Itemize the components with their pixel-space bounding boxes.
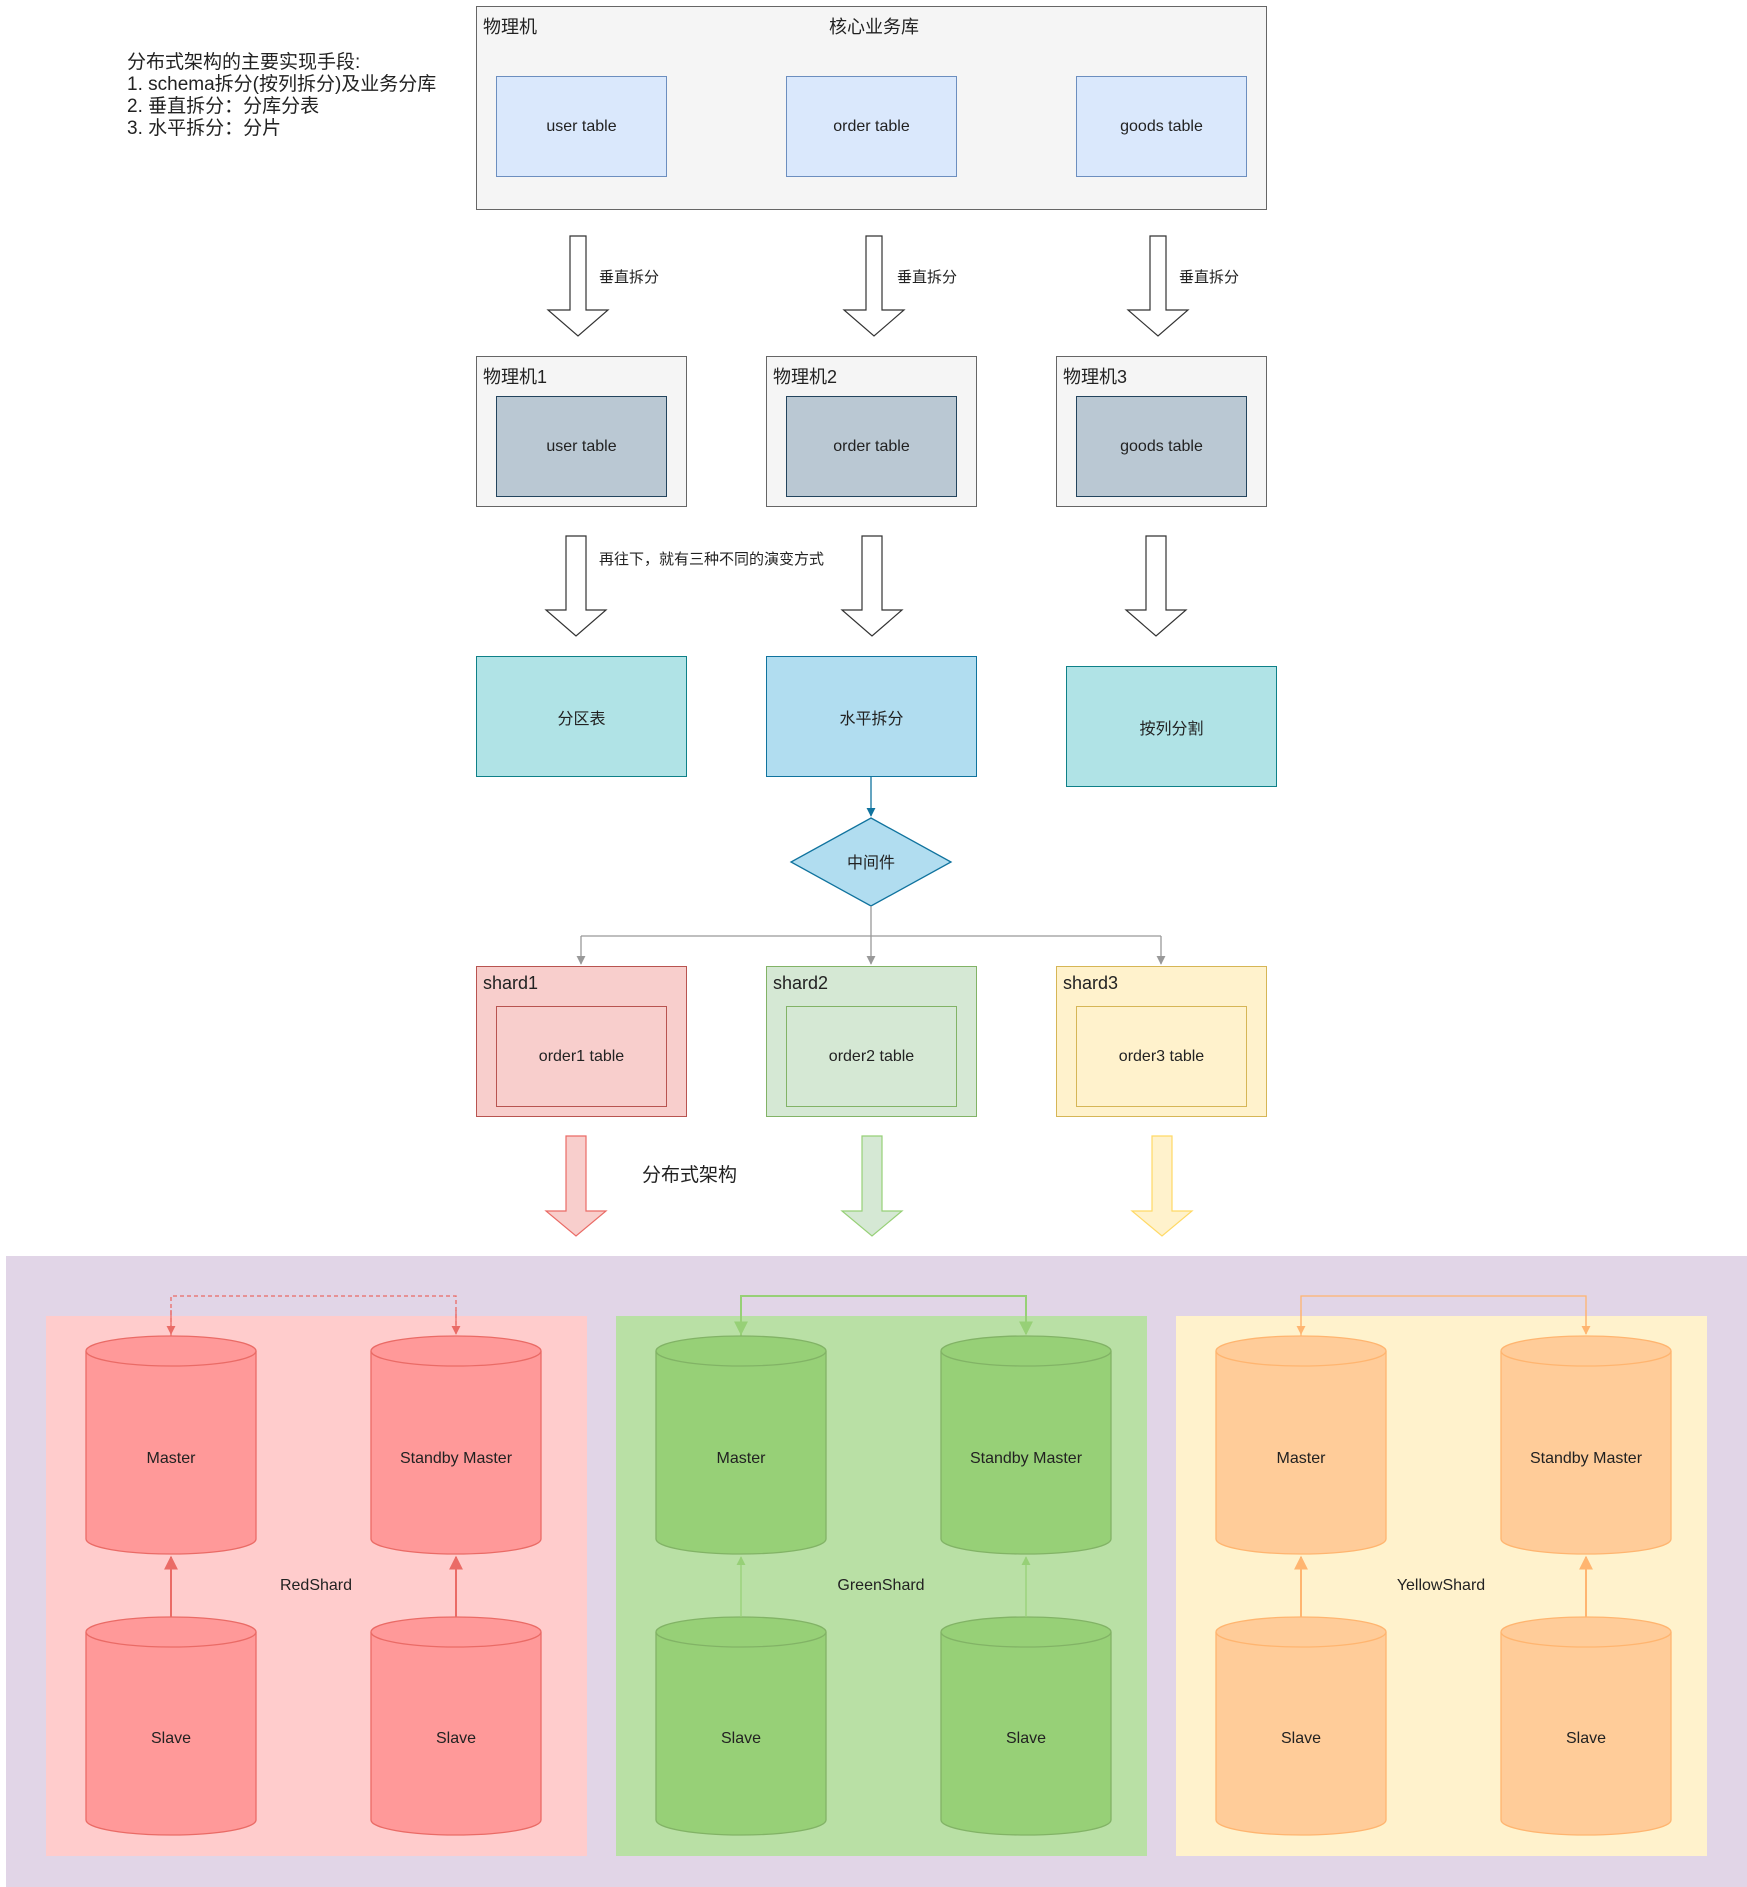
green-slave-label-1: Slave bbox=[720, 1730, 762, 1747]
yellow-failover-link bbox=[1300, 1295, 1587, 1336]
red-slave-label-1: Slave bbox=[150, 1730, 192, 1747]
yellow-master-db bbox=[1215, 1335, 1387, 1555]
shard-3-table[interactable]: order3 table bbox=[1076, 1006, 1247, 1107]
green-standby-db bbox=[940, 1335, 1112, 1555]
red-slave-db-2 bbox=[370, 1616, 542, 1836]
green-block-arrow bbox=[840, 1135, 904, 1237]
note-line-3: 3. 水平拆分：分片 bbox=[127, 118, 282, 139]
yellow-slave-label-2: Slave bbox=[1565, 1730, 1607, 1747]
red-standby-db bbox=[370, 1335, 542, 1555]
machine-3-table[interactable]: goods table bbox=[1076, 396, 1247, 497]
split-arrow-2 bbox=[842, 235, 906, 337]
evolution-arrow-3 bbox=[1124, 535, 1188, 637]
machine-2-table[interactable]: order table bbox=[786, 396, 957, 497]
red-standby-label: Standby Master bbox=[399, 1450, 513, 1467]
split-arrow-1 bbox=[546, 235, 610, 337]
middleware-label: 中间件 bbox=[847, 854, 895, 872]
connector-middleware-shards bbox=[581, 906, 1161, 937]
green-shard-name: GreenShard bbox=[837, 1577, 925, 1594]
shard-1-table[interactable]: order1 table bbox=[496, 1006, 667, 1107]
core-user-table[interactable]: user table bbox=[496, 76, 667, 177]
core-order-table[interactable]: order table bbox=[786, 76, 957, 177]
partition-table-box[interactable]: 分区表 bbox=[476, 656, 687, 777]
yellow-block-arrow bbox=[1130, 1135, 1194, 1237]
yellow-shard-name: YellowShard bbox=[1396, 1577, 1486, 1594]
vertical-split-label-2: 垂直拆分 bbox=[897, 269, 958, 286]
core-machine-label: 物理机 bbox=[483, 17, 537, 37]
red-slave-label-2: Slave bbox=[435, 1730, 477, 1747]
red-slave-db-1 bbox=[85, 1616, 257, 1836]
yellow-slave-db-2 bbox=[1500, 1616, 1672, 1836]
yellow-standby-label: Standby Master bbox=[1529, 1450, 1643, 1467]
core-db-title: 核心业务库 bbox=[829, 17, 919, 37]
red-shard-name: RedShard bbox=[279, 1577, 353, 1594]
red-master-label: Master bbox=[146, 1450, 196, 1467]
yellow-slave-label-1: Slave bbox=[1280, 1730, 1322, 1747]
note-line-2: 2. 垂直拆分：分库分表 bbox=[127, 96, 320, 117]
machine-1-label: 物理机1 bbox=[483, 367, 548, 387]
horizontal-split-box[interactable]: 水平拆分 bbox=[766, 656, 977, 777]
core-goods-table[interactable]: goods table bbox=[1076, 76, 1247, 177]
split-arrow-3 bbox=[1126, 235, 1190, 337]
shard-2-table[interactable]: order2 table bbox=[786, 1006, 957, 1107]
shard-1-label: shard1 bbox=[483, 973, 539, 993]
evolution-caption: 再往下，就有三种不同的演变方式 bbox=[599, 551, 825, 568]
yellow-standby-db bbox=[1500, 1335, 1672, 1555]
green-failover-link bbox=[740, 1295, 1027, 1336]
architecture-note: 分布式架构的主要实现手段: 1. schema拆分(按列拆分)及业务分库 2. … bbox=[127, 52, 436, 140]
vertical-split-label-1: 垂直拆分 bbox=[599, 269, 660, 286]
distributed-label: 分布式架构 bbox=[642, 1165, 738, 1186]
note-line-1: 1. schema拆分(按列拆分)及业务分库 bbox=[127, 74, 437, 95]
machine-1-table[interactable]: user table bbox=[496, 396, 667, 497]
green-slave-db-1 bbox=[655, 1616, 827, 1836]
green-standby-label: Standby Master bbox=[969, 1450, 1083, 1467]
yellow-master-label: Master bbox=[1276, 1450, 1326, 1467]
green-master-db bbox=[655, 1335, 827, 1555]
yellow-slave-db-1 bbox=[1215, 1616, 1387, 1836]
green-master-label: Master bbox=[716, 1450, 766, 1467]
shard-3-label: shard3 bbox=[1063, 973, 1119, 993]
machine-2-label: 物理机2 bbox=[773, 367, 838, 387]
evolution-arrow-2 bbox=[840, 535, 904, 637]
green-slave-label-2: Slave bbox=[1005, 1730, 1047, 1747]
note-title: 分布式架构的主要实现手段: bbox=[127, 52, 361, 73]
evolution-arrow-1 bbox=[544, 535, 608, 637]
red-master-db bbox=[85, 1335, 257, 1555]
red-block-arrow bbox=[544, 1135, 608, 1237]
column-split-box[interactable]: 按列分割 bbox=[1066, 666, 1277, 787]
red-failover-link bbox=[170, 1295, 457, 1336]
green-slave-db-2 bbox=[940, 1616, 1112, 1836]
machine-3-label: 物理机3 bbox=[1063, 367, 1128, 387]
shard-2-label: shard2 bbox=[773, 973, 829, 993]
vertical-split-label-3: 垂直拆分 bbox=[1179, 269, 1240, 286]
